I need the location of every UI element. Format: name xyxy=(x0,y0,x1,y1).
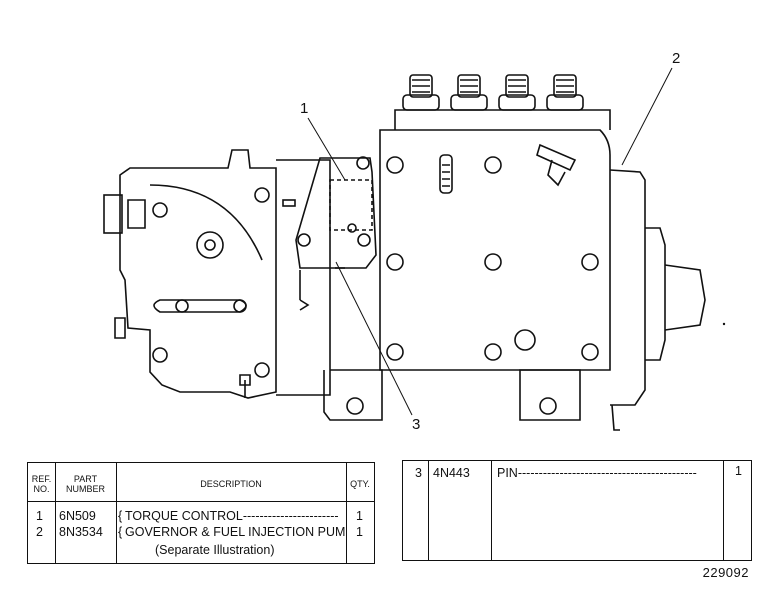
parts-table-right: 3 4N443 PIN-----------------------------… xyxy=(402,460,752,561)
drive-end xyxy=(609,169,706,431)
row-3-qty: 1 xyxy=(735,464,742,478)
illustration-number: 229092 xyxy=(702,565,749,580)
header-part-number: PART NUMBER xyxy=(65,474,105,494)
torque-control xyxy=(295,156,377,269)
row-1-description: TORQUE CONTROL----------------------- xyxy=(125,509,339,523)
callout-3: 3 xyxy=(412,416,421,433)
row-1-ref: 1 xyxy=(36,509,43,523)
row-2-ref: 2 xyxy=(36,525,43,539)
governor-housing xyxy=(103,149,277,399)
header-qty: QTY. xyxy=(350,479,370,489)
callout-2-leader xyxy=(621,67,673,166)
row-2-description: GOVERNOR & FUEL INJECTION PUMP xyxy=(125,525,346,539)
callout-1: 1 xyxy=(300,100,309,117)
row-2-brace: { xyxy=(118,525,123,539)
header-ref-no: REF. NO. xyxy=(31,474,52,494)
row-1-qty: 1 xyxy=(356,509,363,523)
row-2-note: (Separate Illustration) xyxy=(155,543,275,557)
fuel-pump-illustration xyxy=(103,67,726,431)
pump-body xyxy=(323,129,611,421)
row-2-qty: 1 xyxy=(356,525,363,539)
header-description: DESCRIPTION xyxy=(200,479,262,489)
row-3-description: PIN-------------------------------------… xyxy=(497,466,697,480)
row-1-brace: { xyxy=(118,509,123,523)
callout-2: 2 xyxy=(672,50,681,67)
parts-table-left: REF. NO. PART NUMBER DESCRIPTION QTY. 1 … xyxy=(27,462,375,564)
callout-3-leader xyxy=(335,261,413,416)
callout-1-leader xyxy=(307,117,346,181)
adapter-section xyxy=(276,159,331,396)
row-1-part: 6N509 xyxy=(59,509,96,523)
row-3-part: 4N443 xyxy=(433,466,470,480)
delivery-valve-fittings xyxy=(394,74,611,130)
row-2-part: 8N3534 xyxy=(59,525,103,539)
row-3-ref: 3 xyxy=(415,466,422,480)
